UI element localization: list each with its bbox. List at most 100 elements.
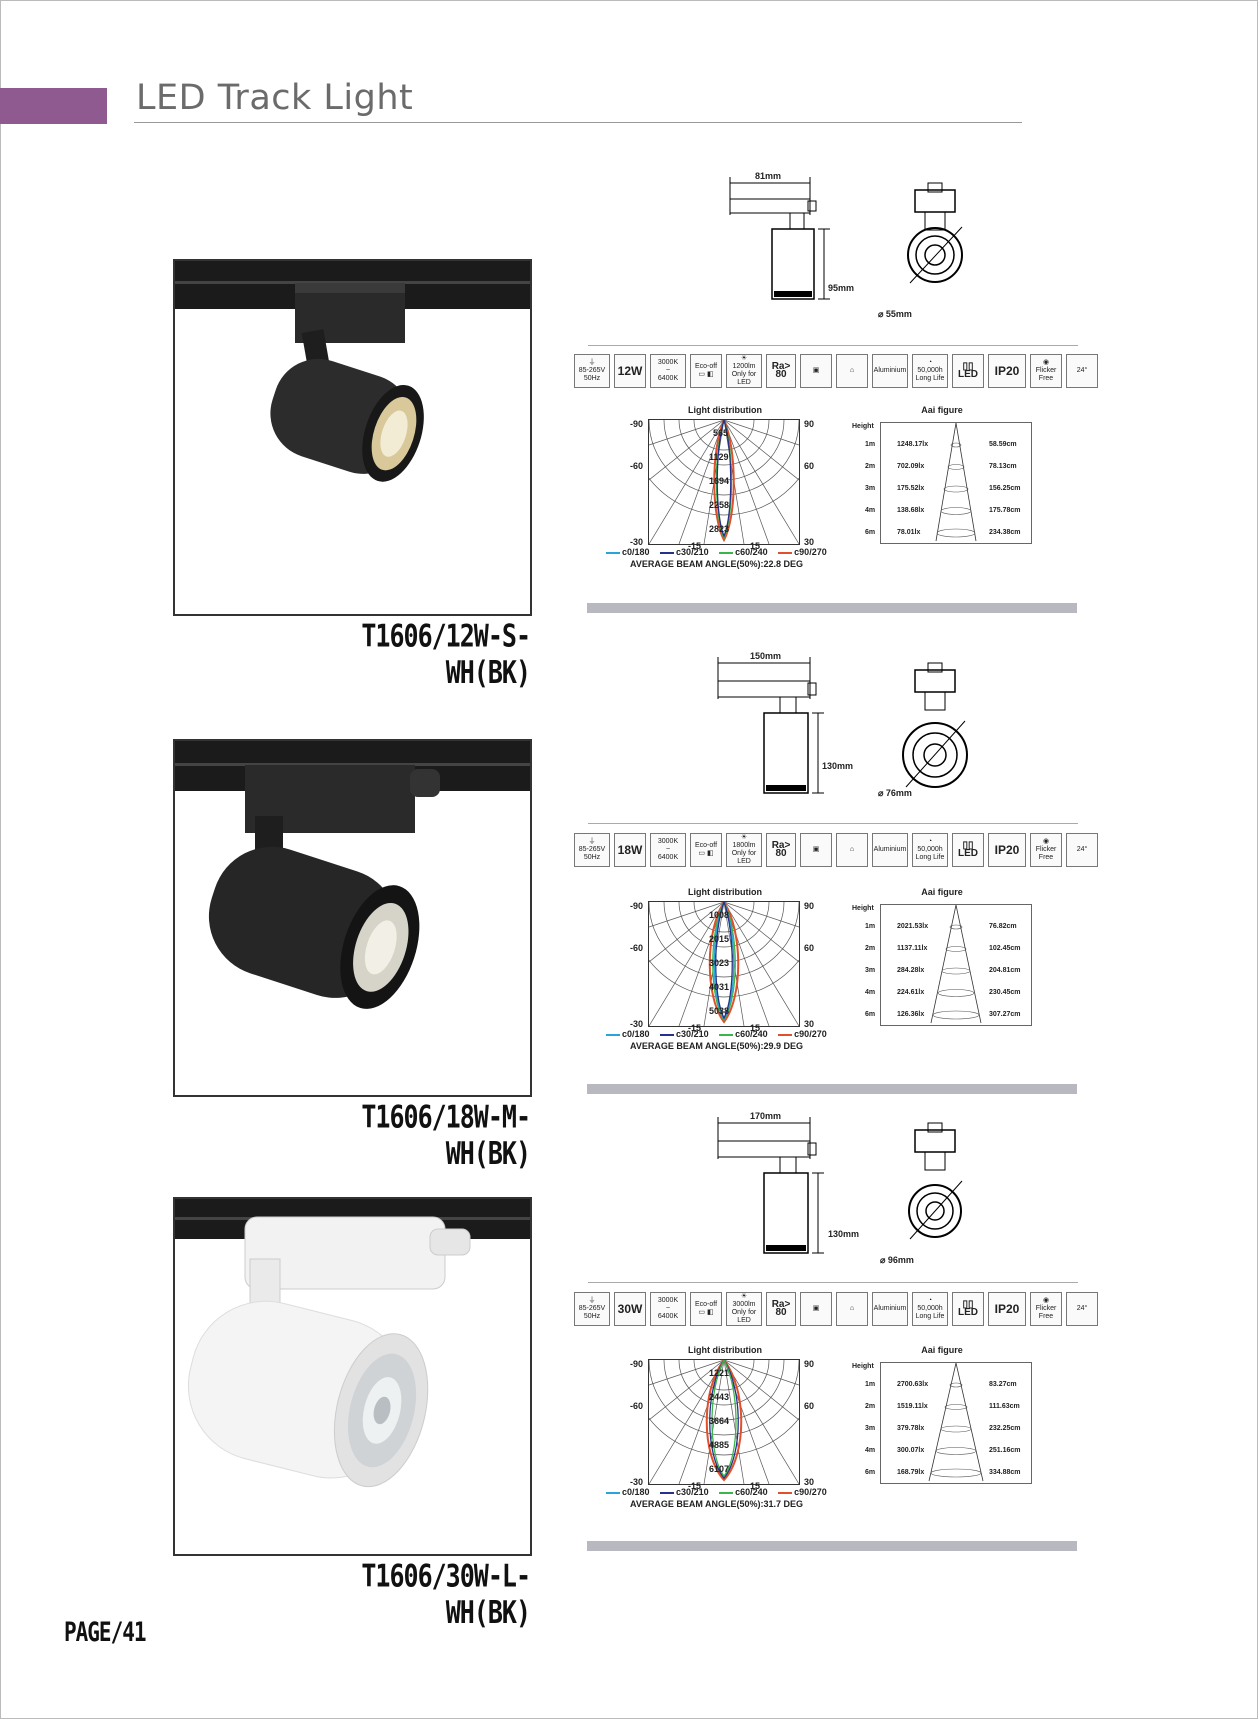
aluminium-icon: Aluminium bbox=[872, 833, 908, 867]
chart-legend: c0/180 c30/210 c60/240 c90/270 bbox=[606, 547, 835, 557]
ip-badge: IP20 bbox=[988, 354, 1026, 388]
angle-label: -60 bbox=[630, 943, 644, 953]
icon-row-3: ⏚85-265V 50Hz 30W 3000K~6400K Eco-off▭ ◧… bbox=[574, 1292, 1098, 1328]
beam-angle-icon: 24° bbox=[1066, 833, 1098, 867]
angle-label: 15 bbox=[750, 1481, 761, 1491]
voltage-icon: ⏚85-265V 50Hz bbox=[574, 833, 610, 867]
angle-label: -15 bbox=[688, 1481, 702, 1491]
height-label: Height bbox=[852, 423, 874, 430]
chart-title: Light distribution bbox=[688, 887, 762, 897]
voltage-icon: ⏚85-265V 50Hz bbox=[574, 354, 610, 388]
ring-label: 4885 bbox=[709, 1440, 730, 1450]
indoor-icon: ⌂ bbox=[836, 354, 868, 388]
ra-badge: Ra>80 bbox=[766, 354, 796, 388]
angle-label: -30 bbox=[630, 1477, 644, 1487]
power-badge: 18W bbox=[614, 833, 646, 867]
power-badge: 30W bbox=[614, 1292, 646, 1326]
height-dimension: 95mm bbox=[828, 283, 855, 293]
indoor-icon: ⌂ bbox=[836, 833, 868, 867]
ip-badge: IP20 bbox=[988, 833, 1026, 867]
aai-title: Aai figure bbox=[921, 405, 963, 415]
angle-label: 90 bbox=[804, 1359, 815, 1369]
angle-label: 90 bbox=[804, 419, 815, 429]
section-divider-bar bbox=[587, 1084, 1077, 1094]
chart-legend: c0/180 c30/210 c60/240 c90/270 bbox=[606, 1029, 835, 1039]
polar-plot: 565 1129 1694 2258 2823 bbox=[628, 419, 820, 545]
chart-title: Light distribution bbox=[688, 405, 762, 415]
angle-label: 60 bbox=[804, 461, 815, 471]
track-light-photo-medium bbox=[175, 741, 530, 1009]
page-number: PAGE/41 bbox=[64, 1617, 147, 1647]
beam-angle-icon: 24° bbox=[1066, 354, 1098, 388]
ring-label: 2258 bbox=[709, 500, 730, 510]
ring-label: 4031 bbox=[709, 982, 730, 992]
track-light-photo-large bbox=[175, 1199, 530, 1488]
ra-badge: Ra>80 bbox=[766, 833, 796, 867]
dimension-drawing-3: 170mm 130mm ⌀ 96mm bbox=[700, 1111, 1000, 1275]
beam-angle-text: AVERAGE BEAM ANGLE(50%):29.9 DEG bbox=[630, 1041, 804, 1051]
flicker-free-icon: ◉Flicker Free bbox=[1030, 1292, 1062, 1326]
cct-icon: 3000K~6400K bbox=[650, 354, 686, 388]
angle-label: 15 bbox=[750, 1023, 761, 1033]
driver-icon: Eco-off▭ ◧ bbox=[690, 833, 722, 867]
dimension-drawing-2: 150mm 130mm ⌀ 76mm bbox=[700, 651, 1000, 815]
dimension-drawing-1: 81mm 95mm ⌀ 55mm bbox=[700, 171, 1000, 335]
angle-label: -30 bbox=[630, 1019, 644, 1029]
section-tab bbox=[0, 88, 107, 124]
page-title: LED Track Light bbox=[136, 78, 414, 118]
angle-label: 30 bbox=[804, 1477, 815, 1487]
product-photo-3 bbox=[173, 1197, 532, 1556]
ring-label: 2443 bbox=[709, 1392, 730, 1402]
power-badge: 12W bbox=[614, 354, 646, 388]
ring-label: 1694 bbox=[709, 476, 730, 486]
ra-badge: Ra>80 bbox=[766, 1292, 796, 1326]
polar-plot: 1221 2443 3664 4885 6107 bbox=[628, 1359, 820, 1485]
diameter-dimension: ⌀ 55mm bbox=[878, 309, 912, 319]
section-divider-bar bbox=[587, 603, 1077, 613]
beam-angle-text: AVERAGE BEAM ANGLE(50%):22.8 DEG bbox=[630, 559, 804, 569]
aluminium-icon: Aluminium bbox=[872, 1292, 908, 1326]
square-icon: ▣ bbox=[800, 1292, 832, 1326]
angle-label: -90 bbox=[630, 419, 644, 429]
beam-angle-icon: 24° bbox=[1066, 1292, 1098, 1326]
cct-icon: 3000K~6400K bbox=[650, 1292, 686, 1326]
spec-rule bbox=[588, 1282, 1078, 1283]
cct-icon: 3000K~6400K bbox=[650, 833, 686, 867]
model-label-3: T1606/30W-L-WH(BK) bbox=[361, 1557, 531, 1631]
width-dimension: 170mm bbox=[750, 1111, 782, 1121]
angle-label: 30 bbox=[804, 537, 815, 547]
led-badge: ▯▯LED bbox=[952, 354, 984, 388]
ring-label: 3023 bbox=[709, 958, 730, 968]
icon-row-1: ⏚85-265V 50Hz 12W 3000K~6400K Eco-off▭ ◧… bbox=[574, 354, 1098, 390]
angle-label: -90 bbox=[630, 901, 644, 911]
ring-label: 1221 bbox=[709, 1368, 730, 1378]
angle-label: 60 bbox=[804, 1401, 815, 1411]
light-distribution-3: Light distribution 1221 2443 3664 4885 6… bbox=[600, 1345, 850, 1520]
spec-rule bbox=[588, 345, 1078, 346]
spec-rule bbox=[588, 823, 1078, 824]
ring-label: 1129 bbox=[709, 452, 729, 462]
width-dimension: 150mm bbox=[750, 651, 782, 661]
ring-label: 5038 bbox=[709, 1006, 730, 1016]
led-badge: ▯▯LED bbox=[952, 1292, 984, 1326]
height-label: Height bbox=[852, 905, 874, 912]
light-distribution-1: Light distribution 565 1129 1694 2258 28… bbox=[600, 405, 850, 580]
diameter-dimension: ⌀ 96mm bbox=[880, 1255, 914, 1265]
polar-plot: 1008 2015 3023 4031 5038 bbox=[628, 901, 820, 1027]
icon-row-2: ⏚85-265V 50Hz 18W 3000K~6400K Eco-off▭ ◧… bbox=[574, 833, 1098, 869]
height-dimension: 130mm bbox=[822, 761, 854, 771]
flicker-free-icon: ◉Flicker Free bbox=[1030, 354, 1062, 388]
aluminium-icon: Aluminium bbox=[872, 354, 908, 388]
angle-label: -15 bbox=[688, 541, 702, 551]
angle-label: -90 bbox=[630, 1359, 644, 1369]
